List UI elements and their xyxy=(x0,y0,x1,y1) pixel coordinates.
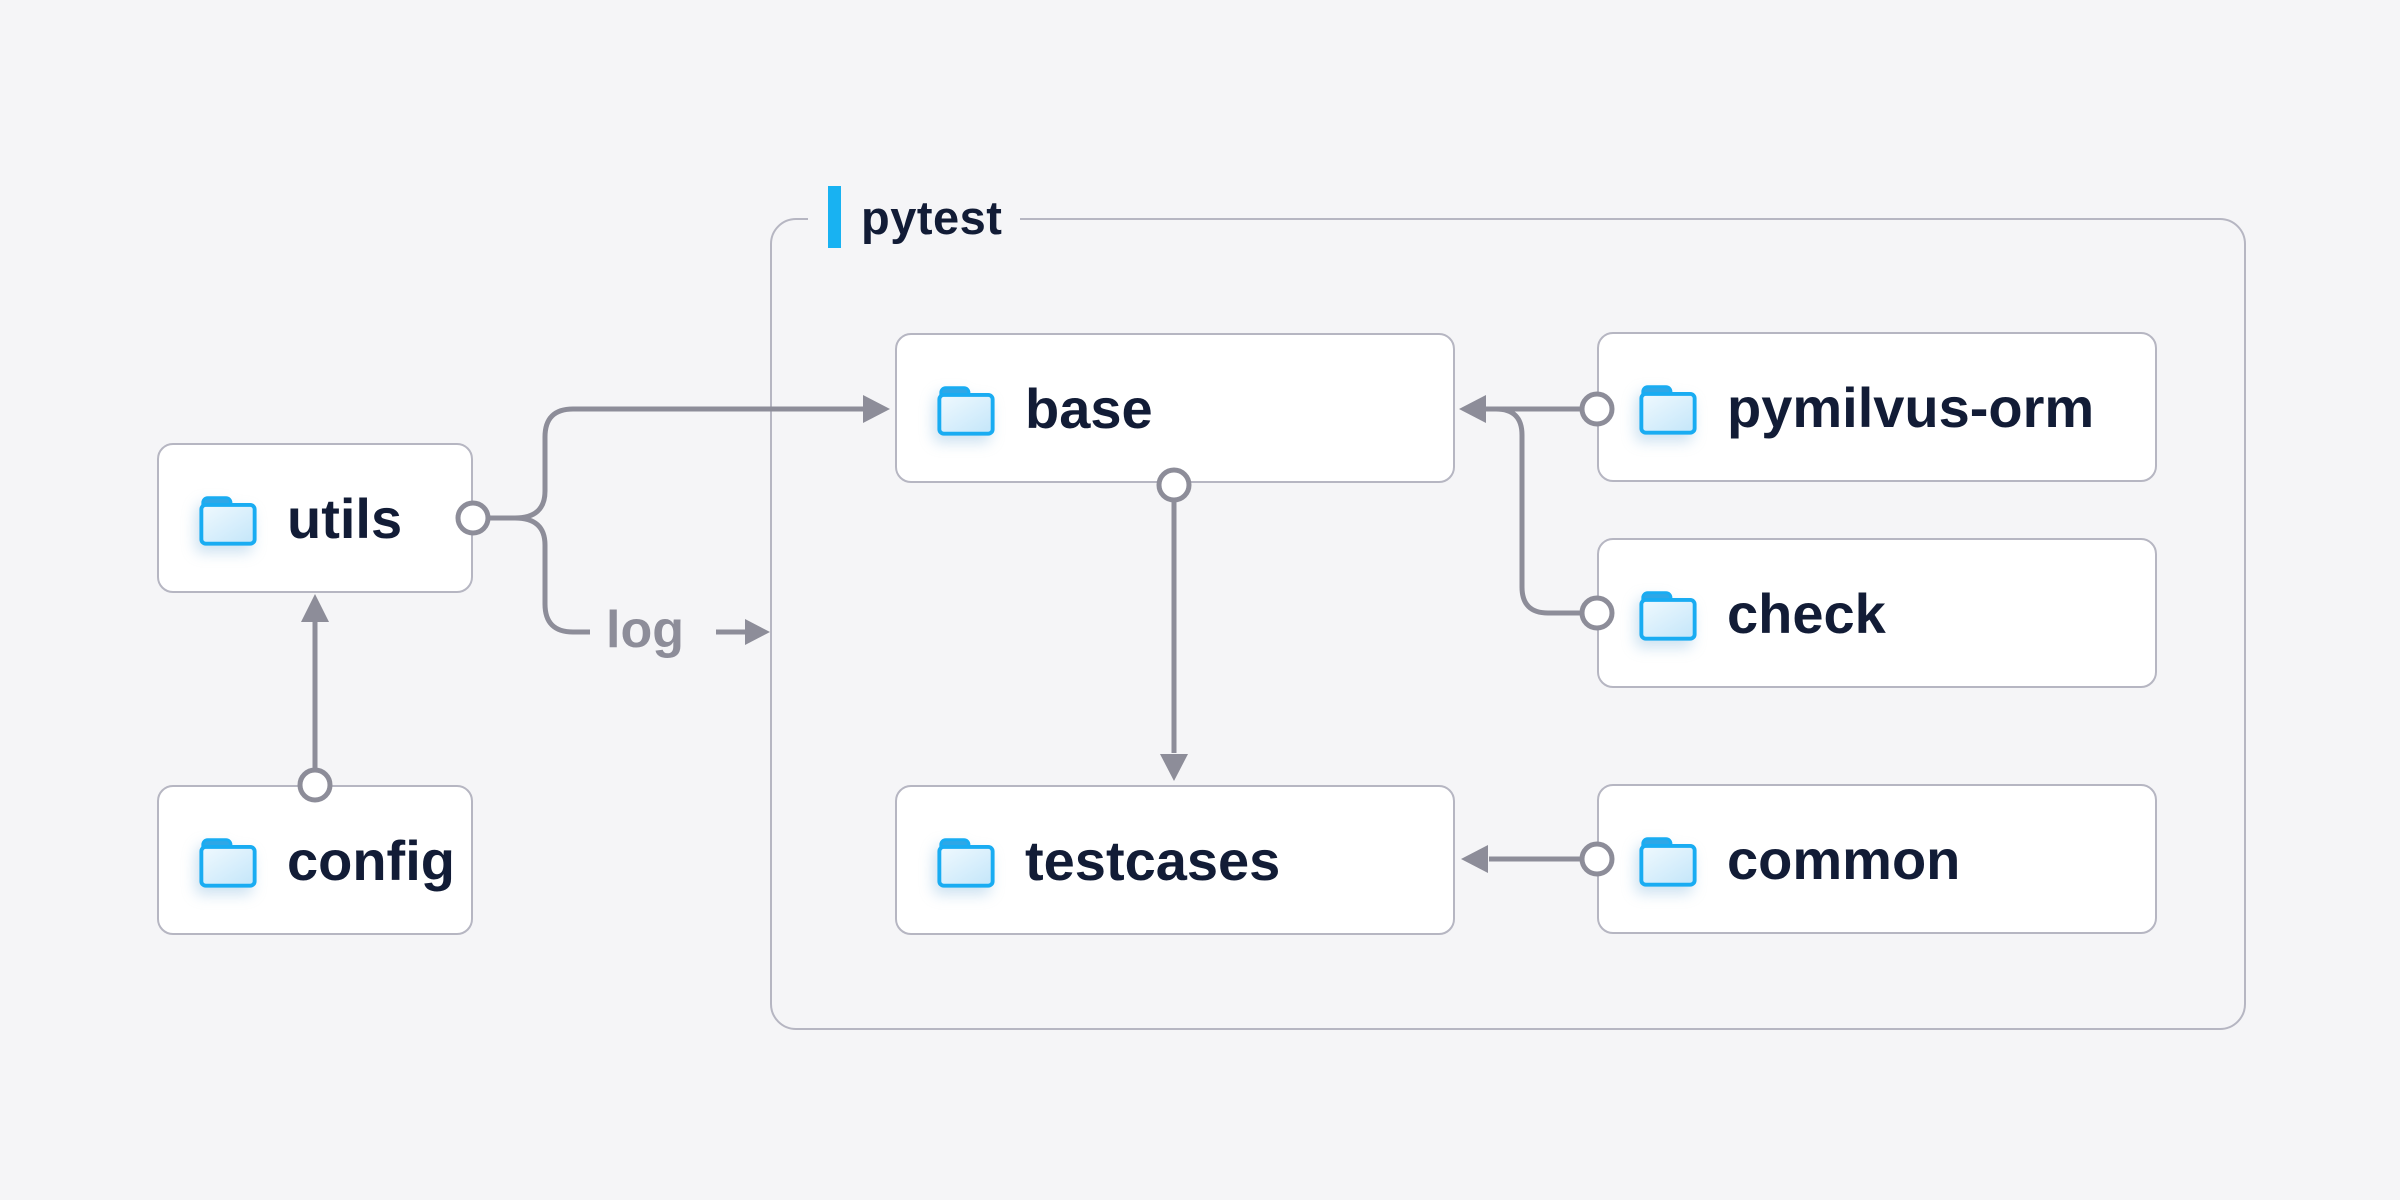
pytest-group-label: pytest xyxy=(808,184,1021,250)
pytest-group-box xyxy=(770,218,2246,1030)
node-label: testcases xyxy=(1025,828,1281,892)
node-pymilvus-orm[interactable]: pymilvus-orm xyxy=(1597,332,2157,482)
node-testcases[interactable]: testcases xyxy=(895,785,1455,935)
folder-icon xyxy=(1637,585,1699,642)
edge-label-log: log xyxy=(606,601,684,659)
folder-icon xyxy=(1637,379,1699,436)
node-common[interactable]: common xyxy=(1597,784,2157,934)
accent-bar xyxy=(828,186,841,248)
node-config[interactable]: config xyxy=(157,785,473,935)
node-label: check xyxy=(1727,581,1886,645)
node-label: config xyxy=(287,828,455,892)
folder-icon xyxy=(935,380,997,437)
node-utils[interactable]: utils xyxy=(157,443,473,593)
pytest-group-title: pytest xyxy=(861,190,1003,244)
folder-icon xyxy=(1637,831,1699,888)
folder-icon xyxy=(197,490,259,547)
folder-icon xyxy=(935,832,997,889)
arrowhead-up xyxy=(301,594,329,622)
node-check[interactable]: check xyxy=(1597,538,2157,688)
node-label: common xyxy=(1727,827,1961,891)
node-label: base xyxy=(1025,376,1153,440)
arrowhead-right xyxy=(745,619,770,645)
folder-icon xyxy=(197,832,259,889)
edge-config-utils xyxy=(297,594,333,803)
node-base[interactable]: base xyxy=(895,333,1455,483)
node-label: utils xyxy=(287,486,403,550)
node-label: pymilvus-orm xyxy=(1727,375,2095,439)
